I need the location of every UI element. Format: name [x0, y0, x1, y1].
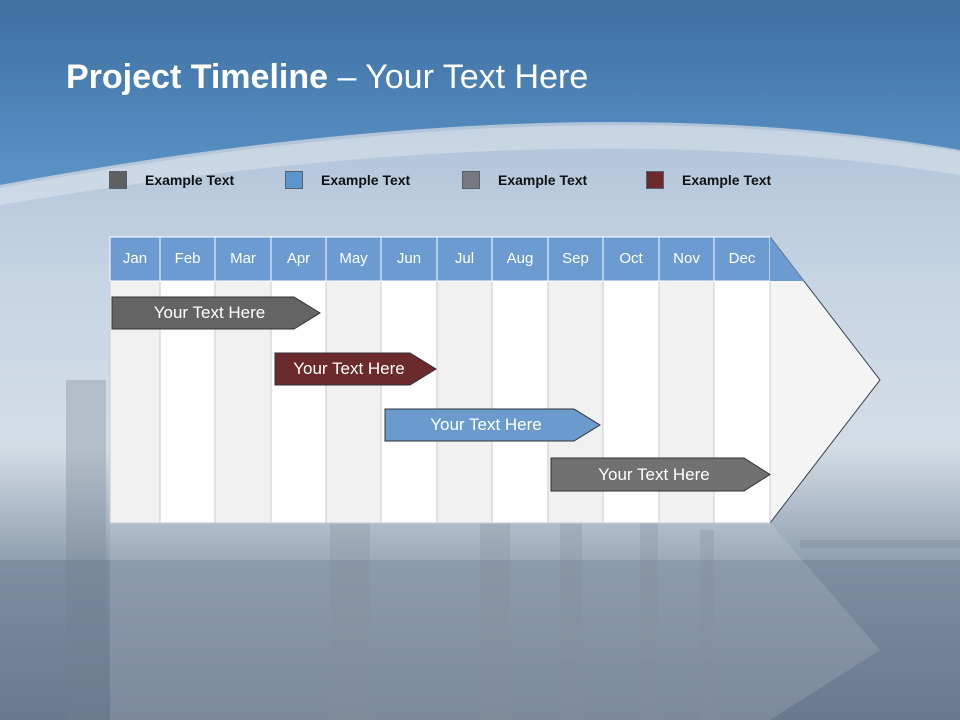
month-label-apr: Apr: [286, 250, 311, 267]
task-bar-label: Your Text Here: [598, 465, 710, 484]
task-bar: [550, 457, 771, 492]
timeline-reflection: [110, 523, 880, 720]
task-bar-label: Your Text Here: [430, 415, 542, 434]
month-label-sep: Sep: [562, 250, 589, 267]
month-label-jan: Jan: [122, 250, 148, 267]
legend-item: Example Text: [109, 170, 234, 190]
month-header-cell: [159, 236, 216, 282]
pier-silhouette: [66, 380, 960, 720]
header-arc-highlight: [0, 125, 960, 205]
month-header-cell: [109, 236, 161, 282]
month-header-cell: [491, 236, 549, 282]
month-header-cell: [380, 236, 438, 282]
month-column: [325, 280, 382, 524]
legend-label: Example Text: [682, 172, 772, 188]
month-label-oct: Oct: [619, 250, 643, 267]
header-arrow-tip: [770, 237, 804, 281]
slide-title: Project Timeline – Your Text Here: [66, 58, 589, 96]
month-label-jun: Jun: [396, 250, 422, 267]
task-bar: [111, 296, 321, 330]
month-label-jul: Jul: [454, 250, 475, 267]
task-bar: [384, 408, 601, 442]
legend-item: Example Text: [462, 170, 587, 190]
month-column: [380, 280, 438, 524]
legend-swatch: [462, 171, 480, 189]
task-bar-label: Your Text Here: [293, 359, 405, 378]
month-column: [491, 280, 549, 524]
legend-label: Example Text: [498, 172, 588, 188]
month-header-cell: [436, 236, 493, 282]
legend-swatch: [285, 171, 303, 189]
month-header-cell: [602, 236, 660, 282]
legend-label: Example Text: [145, 172, 235, 188]
task-bar: [274, 352, 437, 386]
sea: [0, 560, 960, 720]
month-label-nov: Nov: [673, 250, 700, 267]
month-header-cell: [270, 236, 327, 282]
month-column: [436, 280, 493, 524]
month-label-feb: Feb: [174, 250, 201, 267]
task-bars: [111, 296, 771, 492]
month-label-dec: Dec: [728, 250, 756, 267]
month-header-cell: [214, 236, 272, 282]
task-bar-label: Your Text Here: [153, 303, 266, 322]
month-label-mar: Mar: [230, 250, 256, 267]
legend-swatch: [646, 171, 664, 189]
legend-item: Example Text: [646, 170, 771, 190]
month-label-aug: Aug: [506, 250, 534, 267]
legend-swatch: [109, 171, 127, 189]
legend-label: Example Text: [321, 172, 411, 188]
legend-item: Example Text: [285, 170, 410, 190]
month-label-may: May: [339, 250, 368, 267]
header-band: [0, 0, 960, 185]
